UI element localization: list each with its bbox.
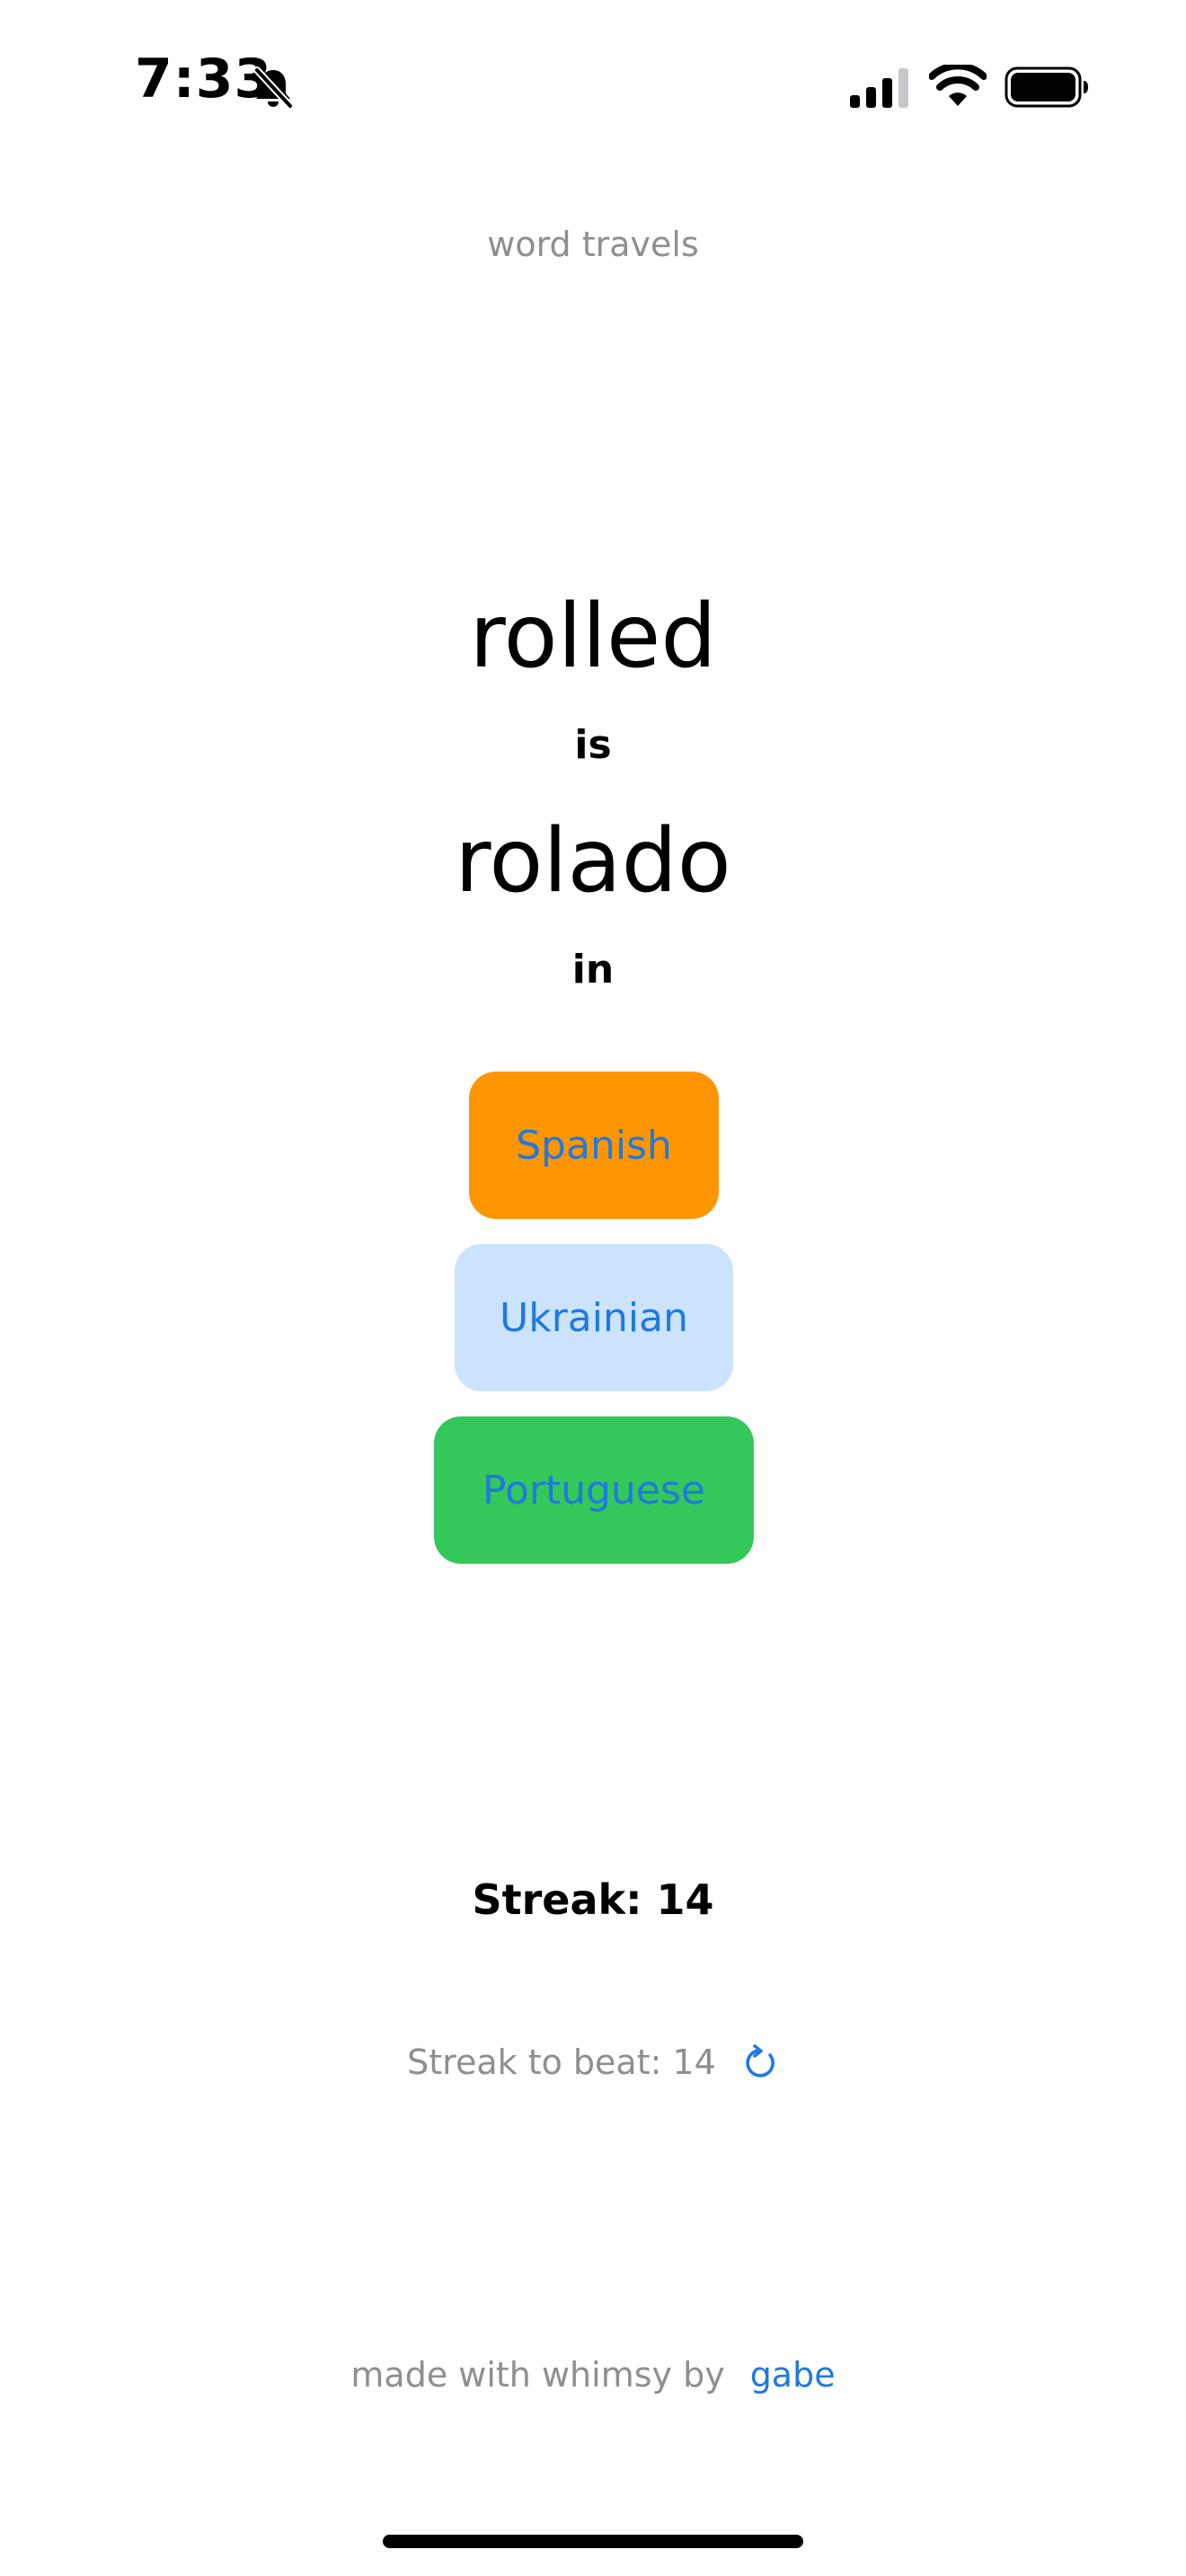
status-time: 7:33 xyxy=(135,48,273,110)
cellular-signal-icon xyxy=(850,68,908,108)
language-option-ukrainian[interactable]: Ukrainian xyxy=(455,1244,733,1391)
connector-in: in xyxy=(571,947,615,992)
footer-text: made with whimsy by xyxy=(350,2355,725,2395)
battery-icon xyxy=(1005,66,1088,108)
source-word: rolled xyxy=(469,586,717,688)
author-link[interactable]: gabe xyxy=(749,2355,836,2395)
bell-slash-icon xyxy=(253,66,294,110)
home-indicator[interactable] xyxy=(383,2535,803,2548)
language-option-spanish[interactable]: Spanish xyxy=(469,1072,719,1219)
wifi-icon xyxy=(929,65,987,106)
app-title: word travels xyxy=(487,225,699,264)
streak-to-beat: Streak to beat: 14 xyxy=(407,2042,716,2082)
streak-to-beat-row: Streak to beat: 14 xyxy=(0,2042,1186,2084)
current-streak: Streak: 14 xyxy=(472,1875,714,1924)
footer: made with whimsy by gabe xyxy=(0,2355,1186,2396)
connector-is: is xyxy=(574,722,612,768)
status-bar: 7:33 xyxy=(0,0,1186,180)
refresh-icon[interactable] xyxy=(739,2043,779,2083)
target-word: rolado xyxy=(455,810,731,913)
language-option-portuguese[interactable]: Portuguese xyxy=(434,1416,754,1564)
